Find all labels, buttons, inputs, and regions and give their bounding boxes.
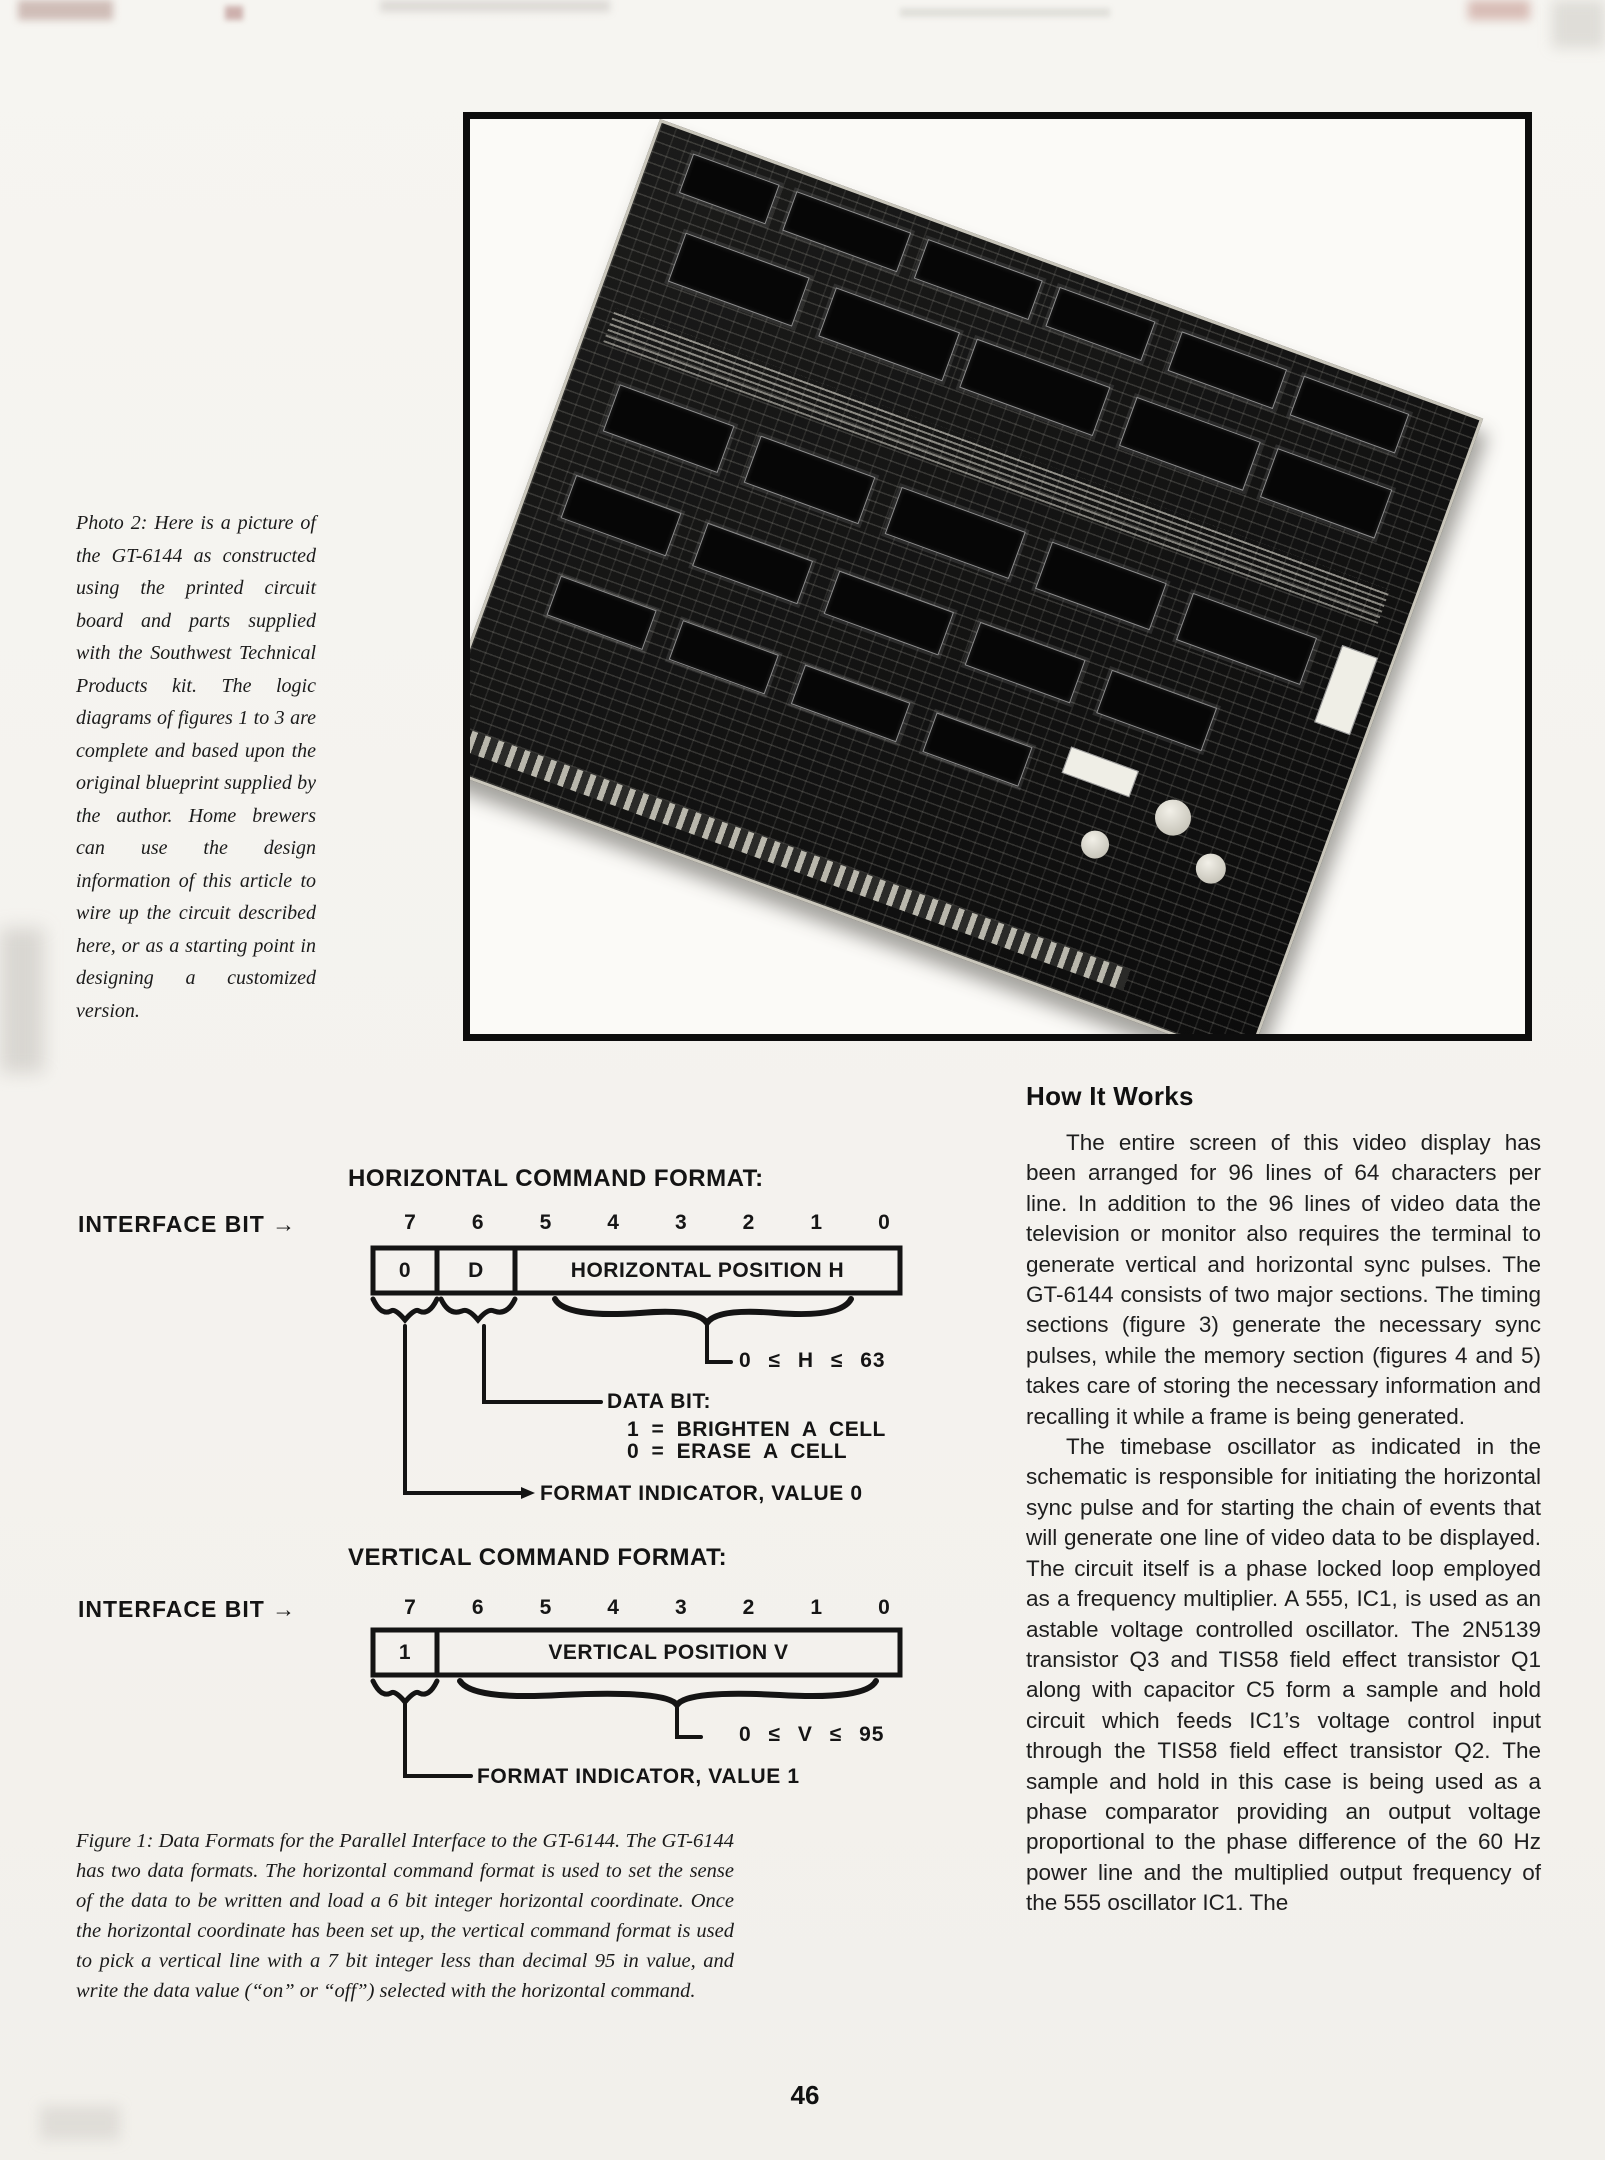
bit-number-row-horizontal: 7 6 5 4 3 2 1 0	[390, 1211, 904, 1235]
bit-number: 6	[471, 1211, 484, 1234]
article-paragraph: The timebase oscillator as indicated in …	[1026, 1434, 1541, 1916]
data-bit-one-label: 1 = BRIGHTEN A CELL	[627, 1418, 886, 1441]
scan-artifact	[0, 928, 44, 1073]
interface-bit-label-vertical: INTERFACE BIT →	[78, 1596, 297, 1622]
pcb-socket	[1061, 746, 1139, 798]
figure1-diagram-lines	[370, 1245, 903, 1778]
v-range-label: 0 ≤ V ≤ 95	[739, 1723, 885, 1746]
pcb-chip	[602, 384, 735, 473]
bit-number: 0	[878, 1211, 890, 1234]
article-column: How It Works The entire screen of this v…	[1026, 1081, 1541, 1919]
bit-number: 4	[607, 1211, 619, 1234]
bit-number: 3	[674, 1211, 687, 1234]
pcb-chip	[782, 191, 912, 273]
page-number: 46	[790, 2080, 820, 2110]
pcb-capacitor	[1077, 826, 1114, 863]
scan-artifact	[1552, 0, 1605, 48]
cell-vertical-position: VERTICAL POSITION V	[548, 1640, 789, 1664]
pcb-chip	[818, 287, 961, 382]
pcb-chip	[823, 570, 955, 656]
horizontal-format-title: HORIZONTAL COMMAND FORMAT:	[348, 1165, 764, 1192]
bit-number: 1	[810, 1211, 823, 1234]
pcb-chip	[1118, 396, 1261, 491]
pcb-chip	[546, 575, 657, 650]
vertical-format-title: VERTICAL COMMAND FORMAT:	[348, 1544, 728, 1571]
bit-number: 2	[742, 1211, 755, 1234]
pcb-chip	[790, 664, 911, 743]
pcb-chip	[560, 474, 682, 557]
pcb-chip	[1167, 331, 1288, 410]
pcb-chip	[1175, 592, 1318, 686]
scan-artifact	[380, 0, 610, 12]
bit-number: 4	[607, 1596, 619, 1619]
data-bit-heading: DATA BIT:	[607, 1390, 712, 1413]
bit-number: 3	[674, 1596, 687, 1619]
bit-number: 2	[742, 1596, 755, 1619]
pcb-chip	[1035, 541, 1167, 631]
pcb-chip	[668, 620, 779, 695]
bit-number-row-vertical: 7 6 5 4 3 2 1 0	[390, 1596, 904, 1620]
scan-artifact	[225, 6, 243, 20]
pcb-chip	[884, 486, 1026, 580]
photo2-frame	[463, 112, 1532, 1041]
pcb-chip	[1096, 669, 1218, 752]
photo2-caption: Photo 2: Here is a picture of the GT-614…	[76, 512, 316, 1022]
pcb-chip	[1289, 375, 1410, 454]
pcb-edge-connector	[470, 730, 1131, 991]
bit-number: 0	[878, 1596, 890, 1619]
data-bit-zero-label: 0 = ERASE A CELL	[627, 1440, 848, 1463]
pcb-label-tag	[1314, 645, 1378, 736]
cell-data-bit: D	[468, 1258, 484, 1282]
pcb-chip	[1045, 286, 1156, 362]
format-indicator-0-label: FORMAT INDICATOR, VALUE 0	[540, 1482, 863, 1505]
scan-artifact	[900, 8, 1110, 17]
pcb-chip	[959, 338, 1111, 437]
cell-horizontal-position: HORIZONTAL POSITION H	[570, 1258, 845, 1282]
cell-format-bit-vertical: 1	[398, 1640, 412, 1664]
bit-number: 7	[404, 1211, 416, 1234]
pcb-chip	[692, 522, 814, 605]
bit-number: 7	[404, 1596, 416, 1619]
pcb-chip	[922, 712, 1033, 787]
bit-number: 5	[539, 1596, 552, 1619]
interface-bit-label-horizontal: INTERFACE BIT →	[78, 1211, 297, 1237]
cell-format-bit-horizontal: 0	[398, 1258, 412, 1282]
bit-number: 6	[471, 1596, 484, 1619]
scan-artifact	[1468, 0, 1530, 20]
section-heading: How It Works	[1026, 1081, 1194, 1111]
pcb-chip	[743, 435, 876, 525]
pcb-capacitor	[1149, 794, 1197, 841]
h-range-label: 0 ≤ H ≤ 63	[739, 1349, 886, 1372]
scan-artifact	[40, 2106, 120, 2140]
pcb-chip	[913, 238, 1043, 321]
bit-number: 5	[539, 1211, 552, 1234]
figure1-caption: Figure 1: Data Formats for the Parallel …	[76, 1830, 734, 2002]
scan-artifact	[18, 0, 113, 20]
circuit-board-photo	[470, 119, 1484, 1034]
bit-number: 1	[810, 1596, 823, 1619]
pcb-capacitor	[1191, 849, 1231, 888]
article-paragraph: The entire screen of this video display …	[1026, 1130, 1541, 1429]
pcb-chip	[964, 621, 1086, 704]
pcb-chip	[1259, 448, 1393, 539]
pcb-chip	[678, 153, 780, 225]
format-indicator-1-label: FORMAT INDICATOR, VALUE 1	[477, 1765, 800, 1788]
pcb-chip	[667, 232, 810, 327]
